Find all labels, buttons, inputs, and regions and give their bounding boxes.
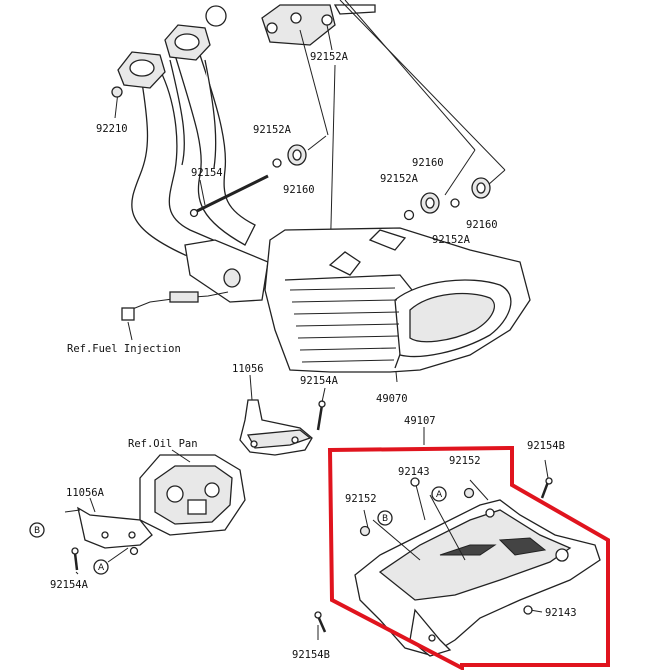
washer-92152A-right <box>403 209 415 221</box>
grommet-92160-right <box>471 177 491 199</box>
marker-b-cowl: B <box>377 510 393 526</box>
grommet-92160-right-top <box>420 192 440 214</box>
grommet-92160-left <box>287 144 307 166</box>
header-flange-right <box>164 24 211 61</box>
leader-49070 <box>395 371 398 383</box>
label-ref-fuel-injection: Ref.Fuel Injection <box>67 343 181 355</box>
label-92154A-mid: 92154A <box>300 375 339 387</box>
label-92154-upper: 92154 <box>191 167 223 179</box>
washer-92152A-right2 <box>450 198 460 208</box>
label-92152A-mid: 92152A <box>253 124 292 136</box>
marker-b-left: B <box>29 522 45 538</box>
svg-text:B: B <box>34 526 40 536</box>
svg-text:A: A <box>436 490 443 500</box>
label-92160-left: 92160 <box>283 184 315 196</box>
bolt-92154B-bottom <box>314 611 327 633</box>
label-92152A-right2: 92152A <box>432 234 471 246</box>
part-labels: 92152A 92210 92152A 92160 92154 92160 92… <box>50 51 577 661</box>
bracket-11056 <box>239 399 313 456</box>
label-11056: 11056 <box>232 363 264 375</box>
label-92160-right: 92160 <box>466 219 498 231</box>
label-92210: 92210 <box>96 123 128 135</box>
label-92152-left: 92152 <box>345 493 377 505</box>
grommet-92143-top <box>410 477 420 487</box>
label-92152-top: 92152 <box>449 455 481 467</box>
upper-leader-lines <box>114 0 506 266</box>
label-92160-right-top: 92160 <box>412 157 444 169</box>
label-92154A-bottom: 92154A <box>50 579 89 591</box>
bolt-92154B-right <box>540 477 553 499</box>
bolt-92154 <box>189 174 269 218</box>
grommet-92143-right <box>523 605 533 615</box>
washer-92152A-mid <box>272 158 282 168</box>
label-49070: 49070 <box>376 393 408 405</box>
svg-text:B: B <box>382 514 388 524</box>
label-92143-right: 92143 <box>545 607 577 619</box>
label-49107: 49107 <box>404 415 436 427</box>
gasket-ring <box>205 5 227 27</box>
oxygen-sensor <box>121 291 229 341</box>
highlight-outline <box>327 445 610 670</box>
washer-92152-top <box>463 487 475 499</box>
oil-pan-assembly <box>139 454 246 536</box>
bolt-92154A-bottom <box>71 547 79 571</box>
bolt-92154A-mid <box>316 400 326 431</box>
label-11056A: 11056A <box>66 487 105 499</box>
nut-92210 <box>111 86 123 98</box>
washer-92152-left <box>359 525 371 537</box>
svg-text:A: A <box>98 563 105 573</box>
washer-left-small <box>129 546 139 556</box>
label-ref-oil-pan: Ref.Oil Pan <box>128 438 198 450</box>
header-flange-left <box>117 51 166 89</box>
label-92143-top: 92143 <box>398 466 430 478</box>
lower-leader-lines <box>75 374 326 575</box>
muffler-49070 <box>184 227 531 373</box>
bracket-11056A <box>64 506 153 549</box>
marker-a-left: A <box>93 559 109 575</box>
label-92152A-top: 92152A <box>310 51 349 63</box>
label-92154B-right: 92154B <box>527 440 565 452</box>
marker-a-cowl: A <box>431 486 447 502</box>
label-92152A-right: 92152A <box>380 173 419 185</box>
cowl-leader-lines <box>317 427 549 640</box>
washer-top <box>321 14 333 26</box>
label-92154B-bottom: 92154B <box>292 649 330 661</box>
upper-bracket <box>261 4 376 46</box>
